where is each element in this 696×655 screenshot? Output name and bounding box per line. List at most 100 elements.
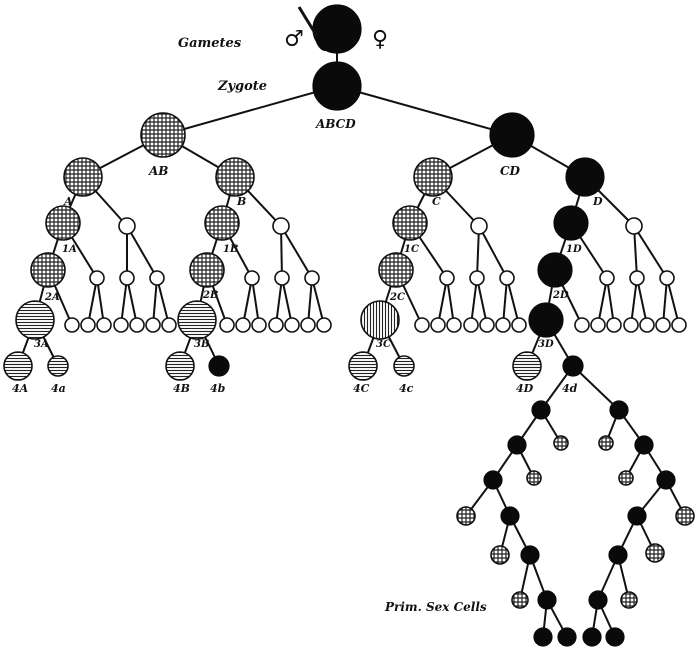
cell-2d [537, 252, 573, 288]
cell-label-1a: 1A [62, 244, 77, 255]
cell-d [565, 157, 605, 197]
cell-l3_1 [251, 317, 267, 333]
cell-g6 [656, 470, 676, 490]
cell-l2_3 [590, 317, 606, 333]
cell-label-abcd: ABCD [315, 117, 356, 131]
cell-label-2b: 2B [202, 290, 218, 301]
cell-g15 [582, 627, 602, 647]
cell-label-cd: CD [500, 164, 521, 178]
cell-l1_0 [64, 317, 80, 333]
edge-w1_1-l3_1 [251, 277, 260, 326]
edge-w1_2-l2_2 [437, 277, 448, 326]
cell-label-1d: 1D [566, 244, 582, 255]
cell-4c [393, 355, 415, 377]
cell-l2_0 [80, 317, 96, 333]
cell-label-3b: 3B [194, 339, 209, 350]
cell-w3_0 [149, 270, 165, 286]
cell-g5s [456, 506, 476, 526]
edge-4d-g2 [572, 365, 620, 411]
cell-4d [512, 351, 542, 381]
lineage-cells [3, 4, 695, 647]
cell-l4_1 [268, 317, 284, 333]
cell-g10 [608, 545, 628, 565]
cell-4a [3, 351, 33, 381]
cell-l1_3 [574, 317, 590, 333]
edge-w1_3-l2_3 [597, 277, 608, 326]
edge-w1_0-l2_0 [87, 277, 98, 326]
cell-l4_3 [623, 317, 639, 333]
cell-l3_3 [606, 317, 622, 333]
cell-4a [47, 355, 69, 377]
cell-label-4a-lower: 4a [51, 382, 66, 395]
edge-w3_1-l7_1 [311, 277, 325, 326]
cell-wa1 [118, 217, 136, 235]
cell-label-1b: 1B [223, 244, 238, 255]
edge-wb1-w3_1 [280, 225, 313, 279]
cell-c [413, 157, 453, 197]
cell-l7_2 [511, 317, 527, 333]
cell-3c [360, 300, 400, 340]
cell-l2_1 [235, 317, 251, 333]
cell-1b [204, 205, 240, 241]
edge-w2_0-l4_0 [120, 277, 128, 326]
cell-1a [45, 205, 81, 241]
cell-w2_2 [469, 270, 485, 286]
cell-label-4d-lower: 4d [562, 382, 578, 395]
cell-g4s [618, 470, 634, 486]
cell-w1_1 [244, 270, 260, 286]
cell-l6_1 [300, 317, 316, 333]
cell-g8 [627, 506, 647, 526]
cell-4b [208, 355, 230, 377]
cell-g9s [511, 591, 529, 609]
edge-w2_3-l5_3 [636, 277, 648, 326]
cell-label-4b-lower: 4b [210, 382, 226, 395]
cell-l6_0 [145, 317, 161, 333]
edge-w2_1-l5_1 [281, 277, 293, 326]
cell-l5_1 [284, 317, 300, 333]
cell-wb1 [272, 217, 290, 235]
cell-g3s [526, 470, 542, 486]
edge-w2_2-l4_2 [470, 277, 478, 326]
cell-l6_2 [495, 317, 511, 333]
cell-g1s [553, 435, 569, 451]
cell-g5 [483, 470, 503, 490]
cell-l7_1 [316, 317, 332, 333]
cell-l5_0 [129, 317, 145, 333]
cell-g1 [531, 400, 551, 420]
cell-g4 [634, 435, 654, 455]
cell-label-4d-upper: 4D [516, 382, 534, 395]
zygote-label: Zygote [217, 79, 267, 94]
cell-label-2d: 2D [552, 290, 569, 301]
cell-l2_2 [430, 317, 446, 333]
cell-label-2c: 2C [389, 292, 405, 303]
cell-label-3a: 3A [34, 339, 49, 350]
cell-l7_3 [671, 317, 687, 333]
edge-abcd-cd [336, 85, 513, 136]
cell-g10s [620, 591, 638, 609]
male-symbol: ♂ [284, 26, 304, 52]
cell-g16 [605, 627, 625, 647]
edge-w2_1-l4_1 [275, 277, 283, 326]
cell-l4_2 [463, 317, 479, 333]
edge-w3_3-l7_3 [666, 277, 680, 326]
edge-w3_2-l6_2 [502, 277, 508, 326]
edge-w1_3-l3_3 [606, 277, 615, 326]
cell-label-4c-lower: 4c [399, 382, 414, 395]
cell-label-b: B [236, 195, 246, 208]
labels: Gametes Zygote ♂ ♀ ABCD AB CD A B C D 1A… [12, 26, 603, 614]
edge-w2_2-l5_2 [476, 277, 488, 326]
cell-w2_0 [119, 270, 135, 286]
cell-b [215, 157, 255, 197]
edge-w1_2-l3_2 [446, 277, 455, 326]
cell-wd1 [625, 217, 643, 235]
cell-ab [140, 112, 186, 158]
cell-l5_3 [639, 317, 655, 333]
cell-g13 [533, 627, 553, 647]
cell-label-4b-upper: 4B [173, 382, 190, 395]
cell-label-4c-upper: 4C [353, 382, 370, 395]
cell-g11 [537, 590, 557, 610]
cell-label-a: A [63, 195, 73, 208]
cell-w1_2 [439, 270, 455, 286]
edge-w3_0-l7_0 [156, 277, 170, 326]
cell-1d [553, 205, 589, 241]
